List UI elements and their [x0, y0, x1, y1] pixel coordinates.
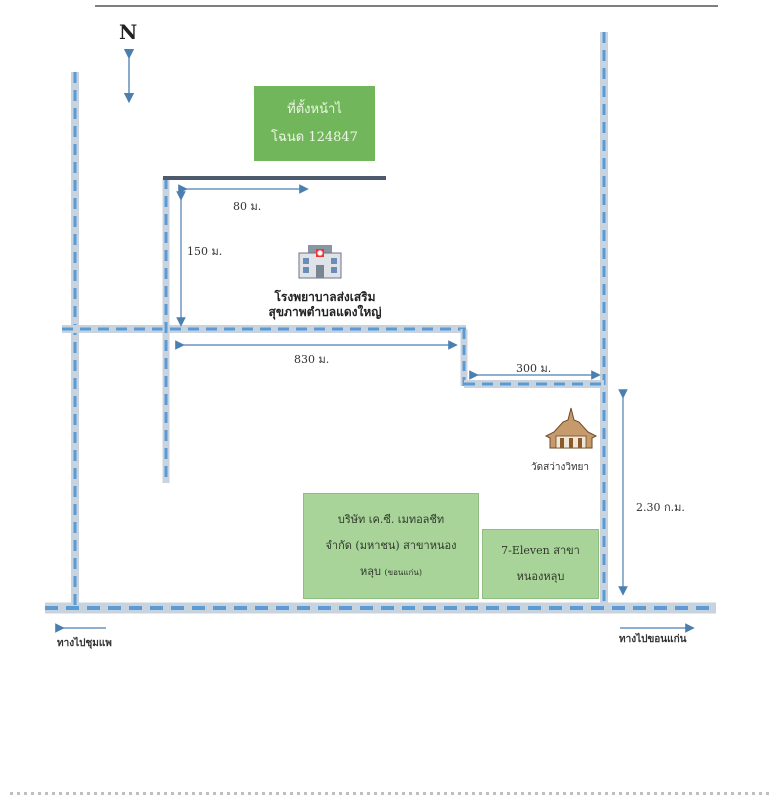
temple-label: วัดสว่างวิทยา [531, 462, 590, 473]
seven-eleven-line1: 7-Eleven สาขา [501, 544, 580, 557]
seven-eleven-box: 7-Eleven สาขา หนองหลุบ [482, 529, 599, 599]
location-box: ที่ตั้งหน้าไ โฉนด 124847 [254, 86, 375, 161]
hospital-label: โรงพยาบาลส่งเสริม สุขภาพตำบลแดงใหญ่ [255, 290, 395, 320]
company-box-line3-small: (ขอนแก่น) [384, 567, 422, 577]
connector-road [460, 329, 604, 388]
temple-icon [544, 407, 598, 449]
company-box-line3: หลุบ (ขอนแก่น) [360, 559, 422, 586]
north-label: N [119, 20, 138, 44]
distance-label-830m: 830 ม. [294, 353, 330, 366]
hospital-icon [298, 245, 342, 279]
location-box-line1: ที่ตั้งหน้าไ [287, 101, 342, 117]
distance-label-230km: 2.30 ก.ม. [636, 501, 685, 514]
direction-right-label: ทางไปขอนแก่น [619, 634, 687, 645]
company-box-line1: บริษัท เค.ซี. เมทอลชีท [337, 512, 445, 526]
hospital-label-line1: โรงพยาบาลส่งเสริม [274, 290, 376, 304]
location-box-line2: โฉนด 124847 [271, 129, 358, 145]
hospital-label-line2: สุขภาพตำบลแดงใหญ่ [268, 305, 382, 319]
company-box: บริษัท เค.ซี. เมทอลชีท จำกัด (มหาชน) สาข… [303, 493, 479, 599]
scan-artifact-line [10, 792, 771, 795]
distance-label-300m: 300 ม. [516, 362, 552, 375]
seven-eleven-line2: หนองหลุบ [516, 570, 565, 583]
company-box-line3-text: หลุบ [360, 564, 382, 578]
company-box-line2: จำกัด (มหาชน) สาขาหนอง [325, 538, 457, 552]
distance-label-150m: 150 ม. [187, 245, 223, 258]
distance-label-80m: 80 ม. [233, 200, 262, 213]
direction-left-label: ทางไปชุมแพ [57, 638, 112, 649]
